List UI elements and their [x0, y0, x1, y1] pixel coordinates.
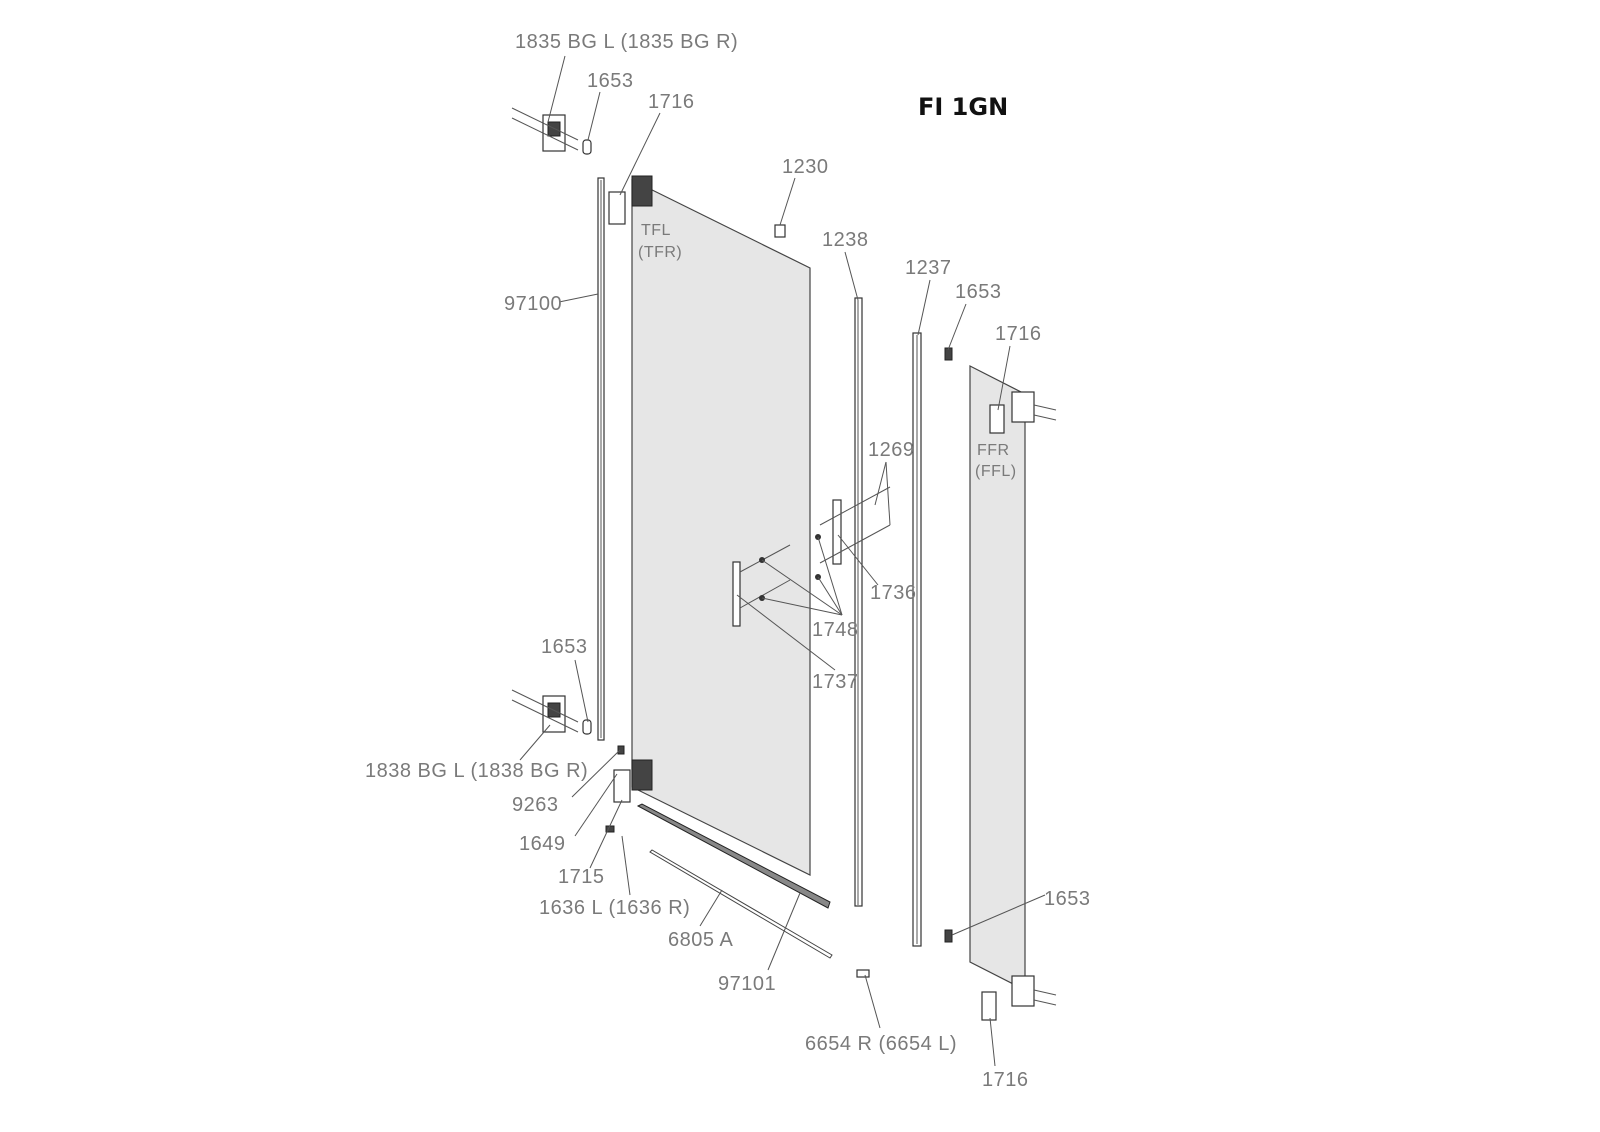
- handle-1736: [832, 499, 842, 565]
- door-hinge-top: [608, 175, 653, 225]
- leader-lines: [519, 55, 1046, 1067]
- label-cover-top-left: 1716: [648, 91, 695, 113]
- label-cap-bottom-right: 1653: [1044, 888, 1091, 910]
- label-profile-1238: 1238: [822, 229, 869, 251]
- seal-6805: [649, 849, 833, 959]
- hinge-bottom-left: [511, 689, 592, 735]
- label-part-1649: 1649: [519, 833, 566, 855]
- label-handle-outer: 1736: [870, 582, 917, 604]
- label-profile-1237: 1237: [905, 257, 952, 279]
- label-clip: 1230: [782, 156, 829, 178]
- label-fixed-a: FFR: [977, 442, 1010, 459]
- handle-1737: [732, 561, 741, 627]
- label-seal-6805: 6805 A: [668, 929, 733, 951]
- door-hinge-bottom: [605, 745, 653, 833]
- label-washers: 1748: [812, 619, 859, 641]
- label-bottom-profile: 97101: [718, 973, 776, 995]
- part-6654: [856, 969, 870, 978]
- diagram-title: FI 1GN: [918, 93, 1008, 121]
- label-screws: 1269: [868, 439, 915, 461]
- door-glass: [631, 179, 811, 876]
- label-cover-top-right: 1716: [995, 323, 1042, 345]
- label-cap-bottom-left: 1653: [541, 636, 588, 658]
- label-cover-bottom-right: 1716: [982, 1069, 1029, 1091]
- label-hinge-bottom: 1838 BG L (1838 BG R): [365, 760, 588, 782]
- label-door-top-a: TFL: [641, 222, 671, 239]
- label-part-6654: 6654 R (6654 L): [805, 1033, 957, 1055]
- label-cap-top-left: 1653: [587, 70, 634, 92]
- clip-1230: [774, 224, 786, 238]
- label-part-1715: 1715: [558, 866, 605, 888]
- label-hinge-top: 1835 BG L (1835 BG R): [515, 31, 738, 53]
- label-part-1636: 1636 L (1636 R): [539, 897, 690, 919]
- label-wall-profile: 97100: [504, 293, 562, 315]
- bottom-profile-97101: [636, 803, 831, 909]
- hinge-top-left: [511, 107, 592, 155]
- label-door-top-b: (TFR): [638, 244, 682, 261]
- label-cap-top-right: 1653: [955, 281, 1002, 303]
- fixed-hinges: [944, 347, 1057, 1021]
- label-part-9263: 9263: [512, 794, 559, 816]
- label-handle-inner: 1737: [812, 671, 859, 693]
- label-fixed-b: (FFL): [975, 463, 1017, 480]
- fixed-panel-glass: [969, 365, 1026, 991]
